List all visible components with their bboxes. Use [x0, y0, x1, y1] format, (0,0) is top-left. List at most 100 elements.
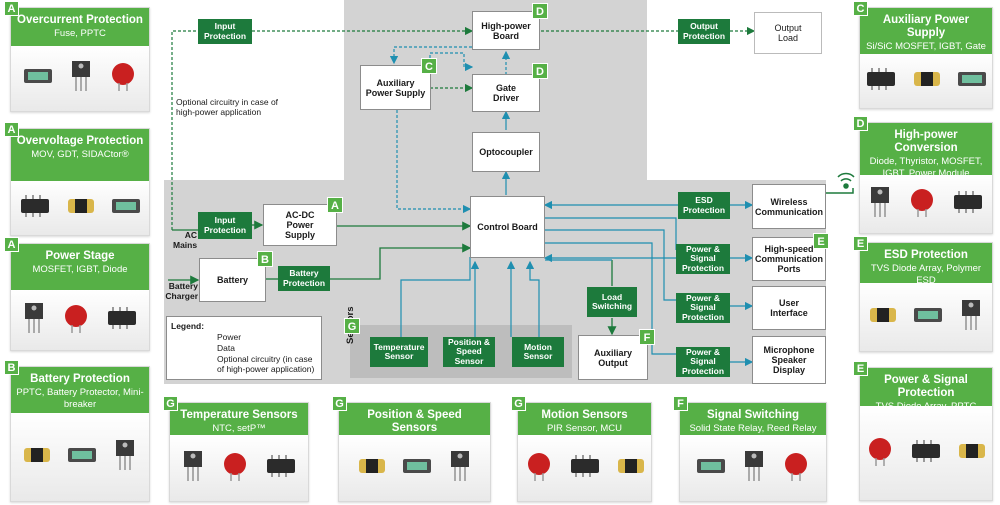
card-title: Overvoltage Protection	[16, 135, 144, 147]
component-icon	[959, 443, 985, 458]
transistor-icon	[871, 186, 889, 217]
bottom-card: Position & Speed SensorsMagnetic Sensor	[338, 402, 491, 502]
card-letter-badge: G	[163, 396, 178, 411]
card-letter-badge: E	[853, 361, 868, 376]
transistor-icon	[184, 450, 202, 481]
battery-protection: Battery Protection	[278, 266, 330, 291]
optocoupler: Optocoupler	[472, 132, 540, 172]
badge-ac-dc: A	[327, 197, 343, 213]
high-speed-communication-ports: High-speed Communication Ports	[752, 237, 826, 281]
module-icon	[402, 458, 431, 473]
auxiliary-power-supply: Auxiliary Power Supply	[360, 65, 431, 110]
card-title: Battery Protection	[30, 373, 130, 385]
card-letter-badge: E	[853, 236, 868, 251]
module-icon	[112, 198, 140, 213]
control-board: Control Board	[470, 196, 545, 258]
badge-high-power-board: D	[532, 3, 548, 19]
badge-auxiliary-power-supply: C	[421, 58, 437, 74]
card-letter-badge: F	[673, 396, 688, 411]
wireless-communication: Wireless Communication	[752, 184, 826, 229]
card-subtitle: Diode, Thyristor, MOSFET, IGBT, Power Mo…	[869, 156, 983, 175]
chip-icon	[108, 306, 136, 329]
card-letter-badge: B	[4, 360, 19, 375]
user-interface: User Interface	[752, 286, 826, 330]
output-protection: Output Protection	[678, 19, 730, 44]
card-letter-badge: A	[4, 237, 19, 252]
card-product-images	[680, 435, 826, 501]
chip-icon	[570, 454, 599, 477]
load-switching: Load Switching	[587, 287, 637, 317]
module-icon	[914, 307, 942, 322]
card-product-images	[11, 290, 149, 350]
chip-icon	[912, 439, 940, 462]
card-product-images	[860, 175, 992, 233]
card-letter-badge: G	[511, 396, 526, 411]
motion-sensor: Motion Sensor	[512, 337, 564, 367]
auxiliary-output: Auxiliary Output	[578, 335, 648, 380]
component-icon	[914, 71, 940, 86]
card-subtitle: MOV, GDT, SIDACtor®	[31, 149, 129, 160]
esd-protection: ESD Protection	[678, 192, 730, 219]
card-subtitle: Fuse, PPTC	[54, 28, 106, 39]
chip-icon	[867, 67, 895, 90]
legend-optional: Optional circuitry (in case of high-powe…	[217, 354, 315, 374]
microphone-speaker-display: Microphone Speaker Display	[752, 336, 826, 384]
component-icon	[358, 458, 385, 473]
high-power-board: High-power Board	[472, 11, 540, 50]
card-product-images	[518, 435, 651, 501]
card-title: Auxiliary Power Supply	[882, 14, 970, 39]
chip-icon	[267, 454, 295, 477]
card-product-images	[339, 435, 490, 501]
card-subtitle: PIR Sensor, MCU	[547, 423, 622, 434]
card-subtitle: TVS Diode Array, PPTC	[864, 401, 988, 406]
transistor-icon	[962, 299, 980, 330]
transistor-icon	[25, 302, 43, 333]
transistor-icon	[745, 450, 763, 481]
chip-icon	[954, 190, 982, 213]
card-letter-badge: A	[4, 1, 19, 16]
ac-mains-label: AC Mains	[173, 230, 198, 250]
power-signal-protection-3: Power & Signal Protection	[676, 347, 730, 377]
module-icon	[24, 69, 52, 83]
output-load: Output Load	[754, 12, 822, 54]
legend-power: Power	[217, 332, 242, 342]
card-title: Power Stage	[45, 250, 115, 262]
badge-high-speed: E	[813, 233, 829, 249]
transistor-icon	[450, 450, 469, 481]
card-product-images	[11, 413, 149, 501]
module-icon	[68, 447, 96, 462]
card-subtitle: Si/SiC MOSFET, IGBT, Gate Driver, TVS Di…	[866, 41, 986, 54]
battery: Battery	[199, 258, 266, 302]
card-subtitle: PPTC, Battery Protector, Mini-breaker	[16, 387, 144, 410]
card-title: Temperature Sensors	[180, 409, 298, 421]
card-subtitle: Solid State Relay, Reed Relay	[689, 423, 817, 434]
gate-driver: Gate Driver	[472, 74, 540, 112]
card-letter-badge: G	[332, 396, 347, 411]
optional-circuitry-note: Optional circuitry in case of high-power…	[176, 97, 279, 117]
card-header: Position & Speed SensorsMagnetic Sensor	[339, 403, 490, 435]
legend: Legend: Power Data Optional circuitry (i…	[166, 316, 322, 380]
transistor-icon	[116, 439, 134, 470]
power-signal-protection-1: Power & Signal Protection	[676, 244, 730, 274]
card-title: Overcurrent Protection	[17, 14, 143, 26]
input-protection-top: Input Protection	[198, 19, 252, 44]
disc-icon	[911, 188, 933, 217]
badge-battery: B	[257, 251, 273, 267]
card-product-images	[860, 406, 992, 500]
module-icon	[958, 71, 986, 86]
